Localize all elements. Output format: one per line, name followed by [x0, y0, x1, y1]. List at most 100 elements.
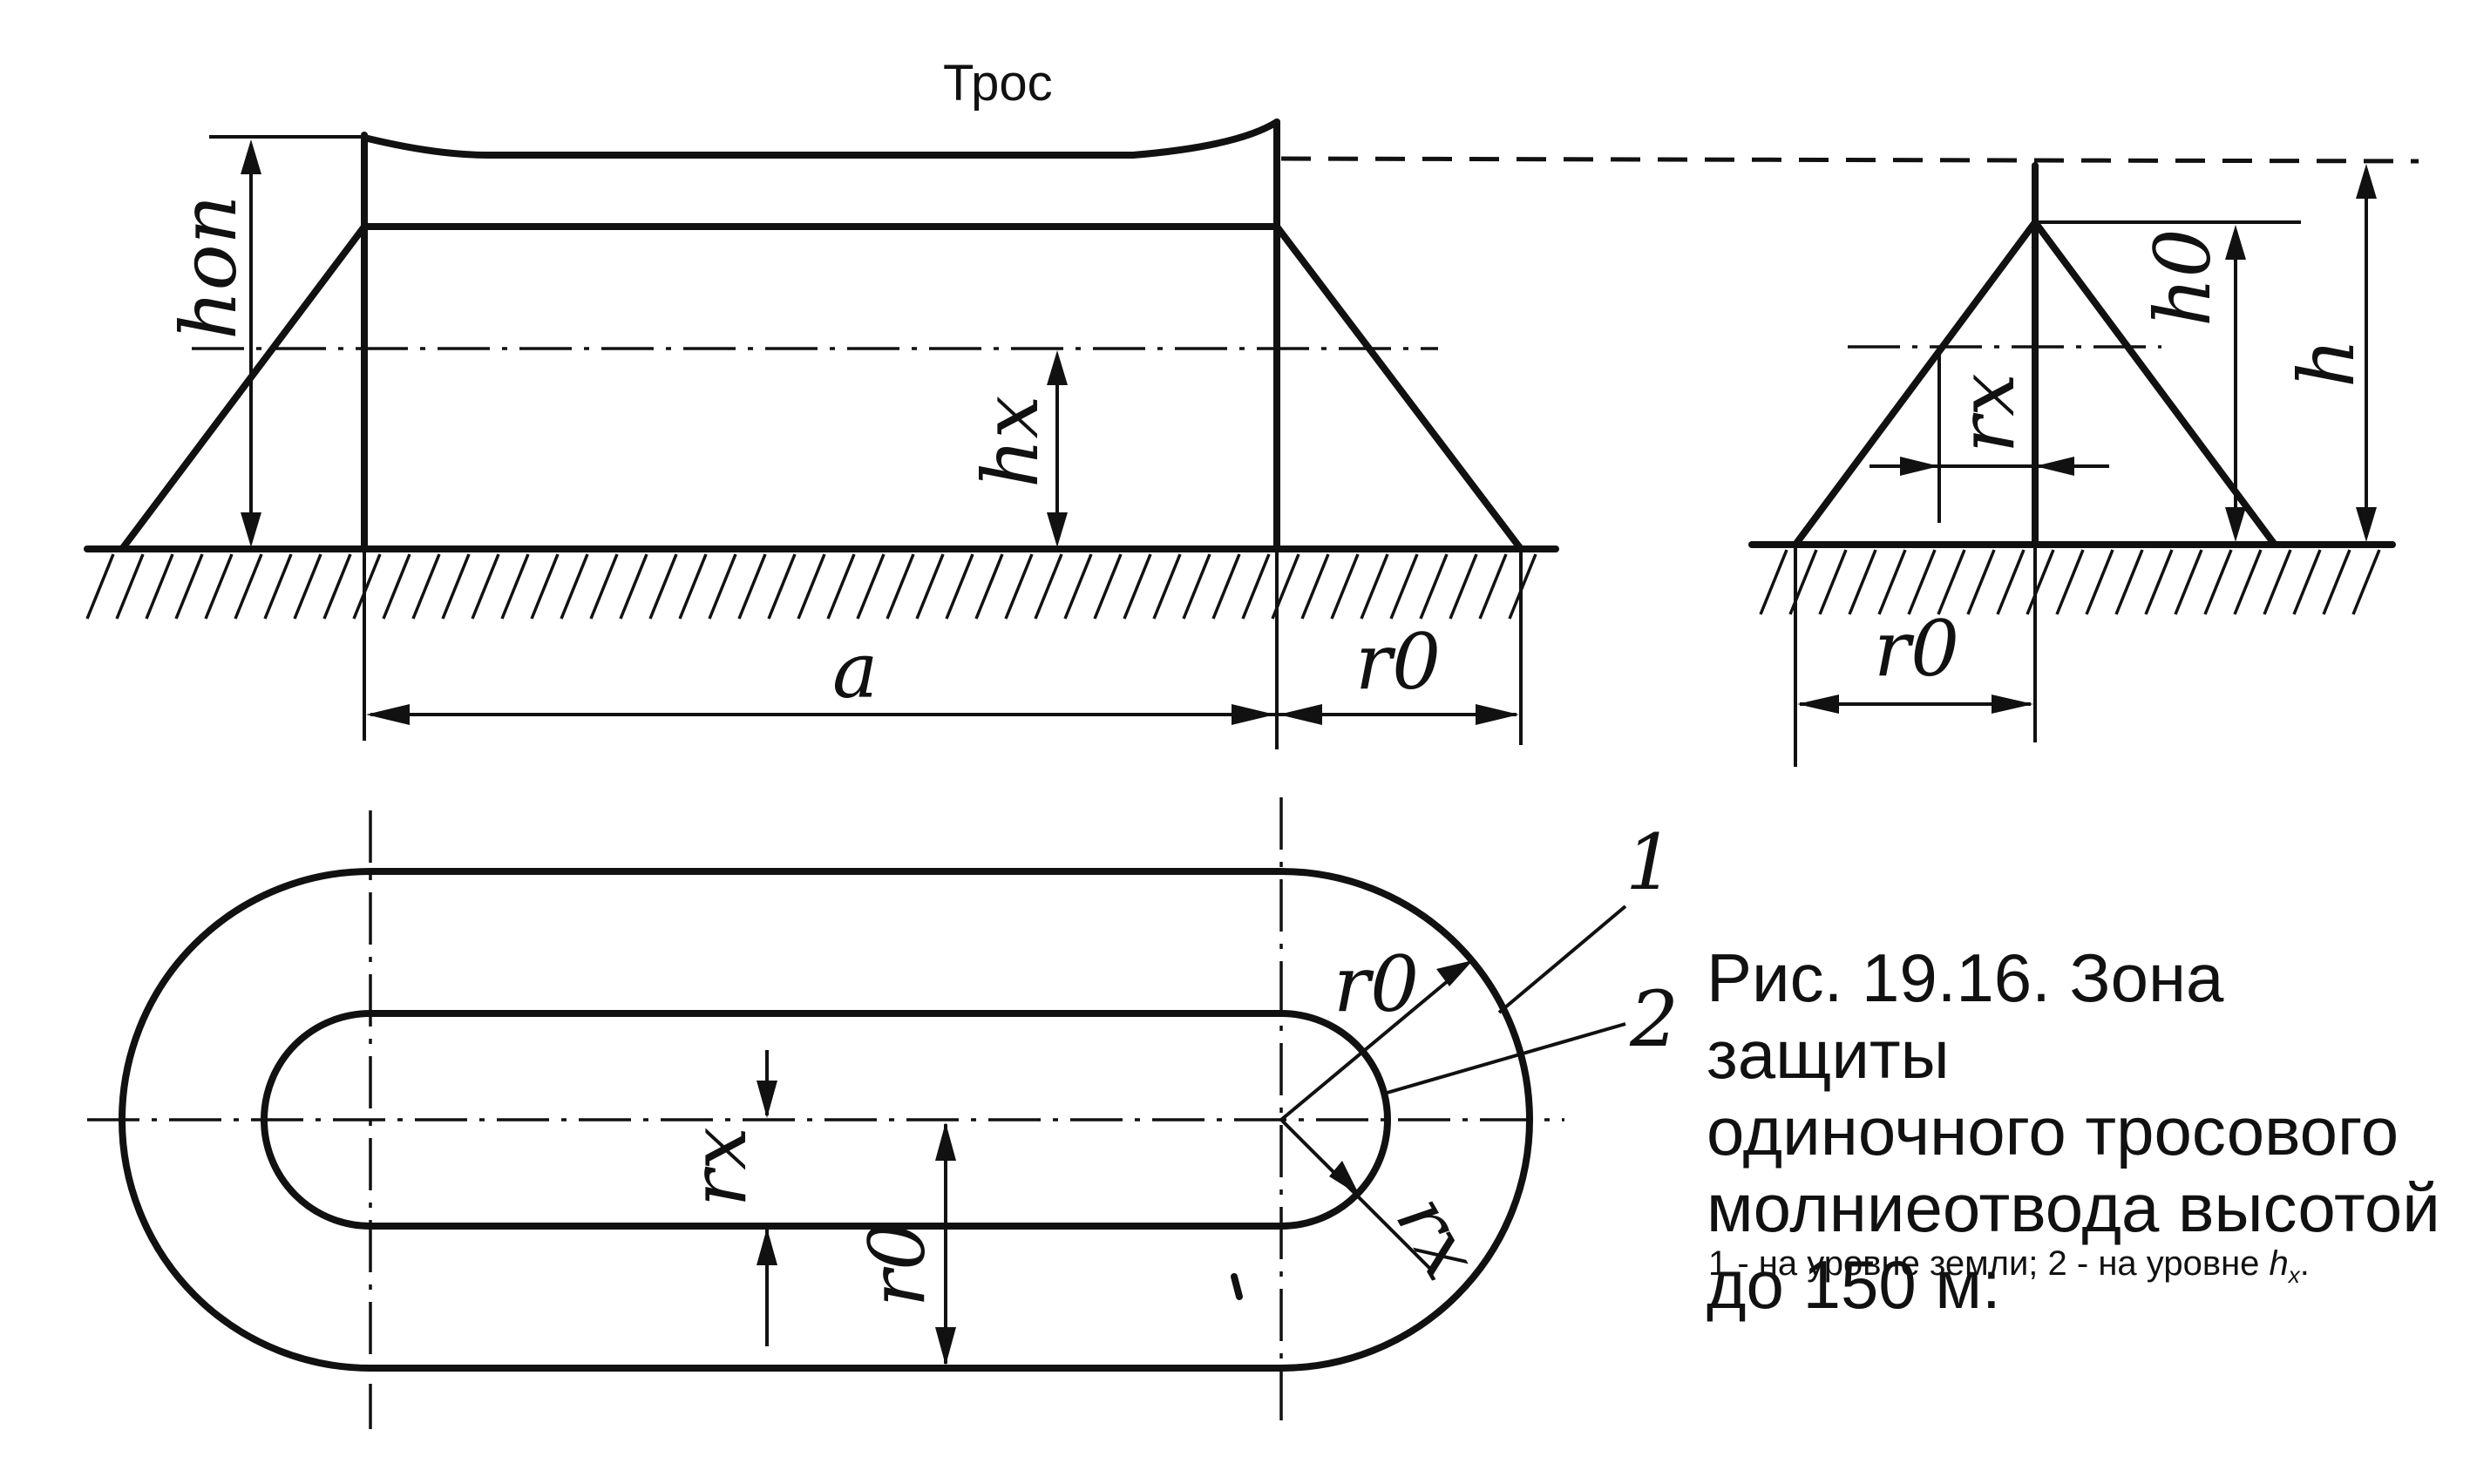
- label-rx-plan: rx: [1379, 1180, 1496, 1294]
- hatch-stroke: [1063, 553, 1093, 620]
- label-r0-plan: r0: [1333, 939, 1419, 1029]
- hatch-stroke: [115, 553, 145, 620]
- caption-line: молниеотвода высотой: [1707, 1169, 2440, 1246]
- callout-1-leader: [1497, 905, 1627, 1014]
- zone-outline-ground-level: [119, 868, 1533, 1372]
- hatch-stroke: [2292, 549, 2322, 615]
- hatch-stroke: [2144, 549, 2174, 615]
- hatch-stroke: [322, 553, 352, 620]
- arrow-head: [2225, 507, 2246, 542]
- hatch-stroke: [1389, 553, 1419, 620]
- hatch-stroke: [2174, 549, 2203, 615]
- hatch-stroke: [441, 553, 471, 620]
- caption-line: Рис. 19.16. Зона защиты: [1707, 939, 2224, 1093]
- arrow-head: [2356, 507, 2377, 542]
- hatch-stroke: [2203, 549, 2233, 615]
- label-h: h: [2282, 338, 2372, 388]
- hatch-stroke: [1123, 553, 1152, 620]
- arrow-head: [366, 704, 410, 725]
- hatch-stroke: [619, 553, 648, 620]
- hatch-stroke: [1937, 549, 1966, 615]
- figure-caption: Рис. 19.16. Зона защиты одиночного тросо…: [1707, 939, 2456, 1323]
- arrow-head: [2225, 225, 2246, 260]
- hatch-stroke: [471, 553, 500, 620]
- hatch-stroke: [648, 553, 678, 620]
- hatch-stroke: [263, 553, 293, 620]
- callout-2-leader: [1383, 1022, 1626, 1095]
- legend-end: .: [2299, 1244, 2310, 1283]
- hatch-stroke: [1478, 553, 1508, 620]
- arrow-head: [1900, 457, 1939, 476]
- caption-line: одиночного тросового: [1707, 1093, 2399, 1169]
- hatch-stroke: [856, 553, 886, 620]
- rope-label: Трос: [943, 55, 1053, 112]
- hatch-stroke: [1996, 549, 2026, 615]
- hatch-stroke: [411, 553, 441, 620]
- arrow-head: [935, 1122, 956, 1161]
- label-rx-plan-vertical: rx: [674, 1127, 763, 1207]
- ground-hatching: [1759, 549, 2381, 615]
- hatch-stroke: [1241, 553, 1271, 620]
- rx-radius-line: [1279, 1118, 1435, 1274]
- hatch-stroke: [204, 553, 234, 620]
- arrow-head: [1047, 350, 1068, 385]
- hatch-stroke: [589, 553, 619, 620]
- hatch-stroke: [1848, 549, 1877, 615]
- hatch-stroke: [500, 553, 530, 620]
- hatch-stroke: [530, 553, 560, 620]
- hatch-stroke: [1034, 553, 1063, 620]
- arrow-head: [1992, 695, 2033, 714]
- arrow-head: [1279, 704, 1322, 725]
- arrow-head: [1476, 704, 1519, 725]
- hatch-stroke: [1419, 553, 1449, 620]
- r0-radius-line: [1279, 966, 1466, 1121]
- hatch-stroke: [1877, 549, 1907, 615]
- arrow-head: [1436, 960, 1473, 986]
- hatch-stroke: [737, 553, 767, 620]
- callout-2: 2: [1629, 974, 1679, 1064]
- hatch-stroke: [826, 553, 856, 620]
- legend-subscript: x: [2288, 1262, 2300, 1288]
- hatch-stroke: [2026, 549, 2055, 615]
- figure-legend: 1 - на уровне земли; 2 - на уровне hx.: [1708, 1244, 2310, 1289]
- rope-height-projection: [1280, 156, 2419, 164]
- scan-mark: [1231, 1273, 1243, 1300]
- label-h0: h0: [2138, 228, 2228, 327]
- arrow-head: [1232, 704, 1275, 725]
- zone-boundary-side: [119, 223, 1524, 552]
- arrow-head: [935, 1327, 956, 1365]
- hatch-stroke: [886, 553, 915, 620]
- label-h-x: hx: [966, 396, 1055, 488]
- label-r0-plan-vertical: r0: [852, 1222, 942, 1307]
- hatch-stroke: [145, 553, 174, 620]
- ground-hatching: [85, 553, 1537, 620]
- rope-cable: [361, 119, 1280, 159]
- hatch-stroke: [1004, 553, 1034, 620]
- label-a: a: [832, 626, 878, 715]
- hatch-stroke: [797, 553, 826, 620]
- cross-section-view: rx h0 h r0: [1748, 162, 2396, 767]
- hatch-stroke: [767, 553, 797, 620]
- hatch-stroke: [2233, 549, 2263, 615]
- hatch-stroke: [1093, 553, 1123, 620]
- hatch-stroke: [2322, 549, 2351, 615]
- hatch-stroke: [1907, 549, 1937, 615]
- hatch-stroke: [1360, 553, 1389, 620]
- hatch-stroke: [382, 553, 411, 620]
- hatch-stroke: [974, 553, 1004, 620]
- caption-line: до 150 м:: [1707, 1246, 2001, 1323]
- hatch-stroke: [85, 553, 115, 620]
- hatch-stroke: [945, 553, 974, 620]
- hatch-stroke: [352, 553, 382, 620]
- hatch-stroke: [2085, 549, 2114, 615]
- hatch-stroke: [1818, 549, 1848, 615]
- hatch-stroke: [1759, 549, 1788, 615]
- hatch-stroke: [2263, 549, 2292, 615]
- hatch-stroke: [1449, 553, 1478, 620]
- hatch-stroke: [1182, 553, 1211, 620]
- label-rx-section: rx: [1942, 373, 2032, 453]
- callout-1: 1: [1625, 817, 1674, 907]
- arrow-head: [757, 1081, 777, 1118]
